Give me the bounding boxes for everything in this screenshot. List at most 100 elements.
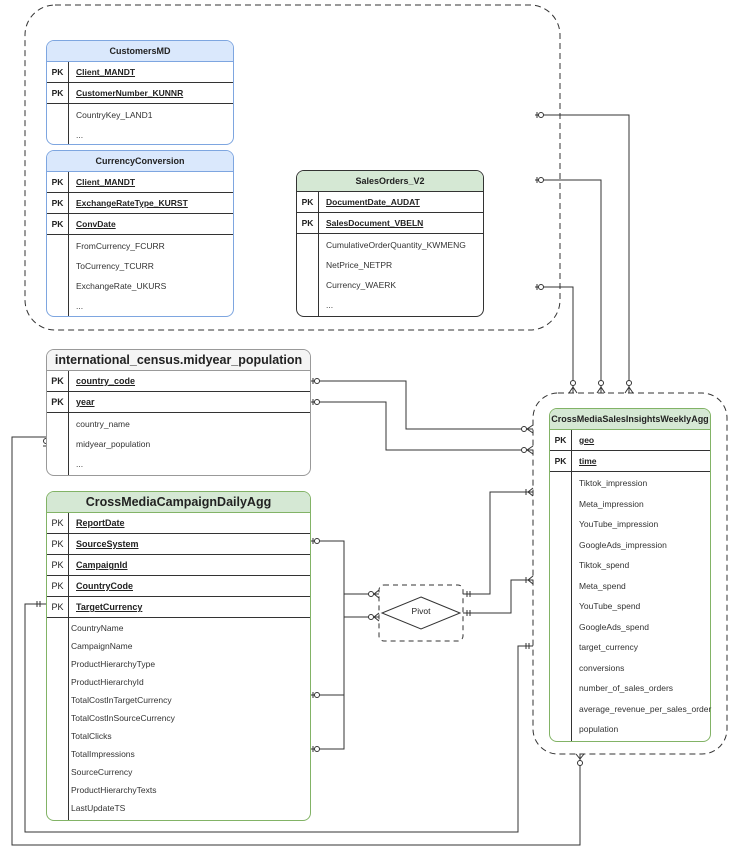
- field-row[interactable]: ...: [76, 459, 84, 469]
- field-row[interactable]: FromCurrency_FCURR: [76, 241, 165, 251]
- table-title: CurrencyConversion: [47, 151, 233, 172]
- pivot-diamond: [380, 596, 462, 630]
- field-row[interactable]: YouTube_spend: [579, 601, 641, 611]
- field-row[interactable]: ProductHierarchyType: [71, 659, 156, 669]
- pivot-label: Pivot: [411, 606, 431, 616]
- pk-row[interactable]: PK ReportDate: [47, 513, 310, 534]
- field-row[interactable]: country_name: [76, 419, 130, 429]
- pk-label: PK: [47, 62, 69, 82]
- field-row[interactable]: YouTube_impression: [579, 519, 659, 529]
- field-row[interactable]: number_of_sales_orders: [579, 683, 674, 693]
- field-row[interactable]: target_currency: [579, 642, 639, 652]
- relation-line: [344, 593, 379, 618]
- field-row[interactable]: Meta_impression: [579, 498, 644, 509]
- pk-label: PK: [47, 576, 69, 596]
- pk-row[interactable]: PK geo: [550, 430, 710, 451]
- pk-label: PK: [47, 597, 69, 617]
- field-row[interactable]: CumulativeOrderQuantity_KWMENG: [326, 240, 466, 250]
- pk-label: PK: [297, 213, 319, 233]
- pk-field: Client_MANDT: [76, 67, 136, 77]
- relation-line: [463, 579, 533, 614]
- pk-field: CountryCode: [76, 581, 133, 591]
- pk-field: country_code: [76, 376, 136, 386]
- field-row[interactable]: ToCurrency_TCURR: [76, 261, 154, 271]
- field-row[interactable]: NetPrice_NETPR: [326, 260, 393, 270]
- field-row[interactable]: Tiktok_spend: [579, 560, 630, 570]
- field-row[interactable]: ...: [76, 130, 84, 140]
- pk-label: PK: [47, 555, 69, 575]
- pk-label: PK: [47, 83, 69, 103]
- pk-row[interactable]: PK time: [550, 451, 710, 472]
- field-row[interactable]: LastUpdateTS: [71, 803, 126, 813]
- pk-label: PK: [47, 371, 69, 391]
- cardinality-markers: [36, 112, 634, 766]
- pk-field: ReportDate: [76, 518, 125, 528]
- field-row[interactable]: population: [579, 724, 619, 734]
- pk-row[interactable]: PK Client_MANDT: [47, 172, 233, 193]
- pk-field: SalesDocument_VBELN: [326, 218, 424, 228]
- pk-label: PK: [550, 451, 572, 471]
- pk-row[interactable]: PK country_code: [47, 371, 310, 392]
- pk-label: PK: [47, 392, 69, 412]
- relation-line: [535, 286, 574, 393]
- field-row[interactable]: average_revenue_per_sales_order: [579, 703, 712, 714]
- pk-label: PK: [550, 430, 572, 450]
- field-row[interactable]: TotalClicks: [71, 731, 112, 741]
- field-row[interactable]: TotalImpressions: [71, 749, 135, 759]
- source-group-boundary: [24, 4, 561, 331]
- relation-line: [310, 540, 345, 750]
- pk-row[interactable]: PK Client_MANDT: [47, 62, 233, 83]
- relation-line: [463, 491, 533, 595]
- field-row[interactable]: CountryKey_LAND1: [76, 110, 153, 120]
- pivot-node[interactable]: Pivot: [379, 585, 463, 641]
- table-title: CustomersMD: [47, 41, 233, 62]
- table-title: CrossMediaCampaignDailyAgg: [47, 492, 310, 513]
- field-row[interactable]: ProductHierarchyId: [71, 677, 144, 687]
- pk-row[interactable]: PK SalesDocument_VBELN: [297, 213, 483, 234]
- pk-label: PK: [47, 513, 69, 533]
- pk-field: DocumentDate_AUDAT: [326, 197, 420, 207]
- pk-label: PK: [47, 172, 69, 192]
- pk-row[interactable]: PK CountryCode: [47, 576, 310, 597]
- field-row[interactable]: TotalCostInTargetCurrency: [71, 695, 172, 705]
- pk-field: Client_MANDT: [76, 177, 136, 187]
- field-row[interactable]: ...: [76, 301, 84, 311]
- field-row[interactable]: CampaignName: [71, 641, 133, 651]
- field-row[interactable]: SourceCurrency: [71, 767, 133, 777]
- pk-row[interactable]: PK TargetCurrency: [47, 597, 310, 618]
- field-row[interactable]: ExchangeRate_UKURS: [76, 281, 167, 291]
- relation-line: [310, 401, 533, 451]
- field-row[interactable]: TotalCostInSourceCurrency: [71, 713, 175, 723]
- target-group-boundary: [532, 392, 728, 755]
- pk-field: geo: [579, 435, 595, 445]
- pk-field: time: [579, 456, 597, 466]
- field-row[interactable]: ProductHierarchyTexts: [71, 785, 157, 795]
- table-title: SalesOrders_V2: [297, 171, 483, 192]
- field-row[interactable]: ...: [326, 300, 334, 310]
- field-row[interactable]: Tiktok_impression: [579, 478, 648, 488]
- field-row[interactable]: midyear_population: [76, 439, 151, 449]
- field-row[interactable]: conversions: [579, 662, 625, 673]
- field-row[interactable]: CountryName: [71, 623, 124, 633]
- pk-field: TargetCurrency: [76, 602, 143, 612]
- field-row[interactable]: Currency_WAERK: [326, 280, 397, 290]
- pk-field: ExchangeRateType_KURST: [76, 198, 188, 208]
- field-row[interactable]: Meta_spend: [579, 580, 626, 591]
- field-row[interactable]: GoogleAds_impression: [579, 539, 667, 550]
- relation-line: [11, 436, 581, 846]
- field-row[interactable]: GoogleAds_spend: [579, 621, 649, 632]
